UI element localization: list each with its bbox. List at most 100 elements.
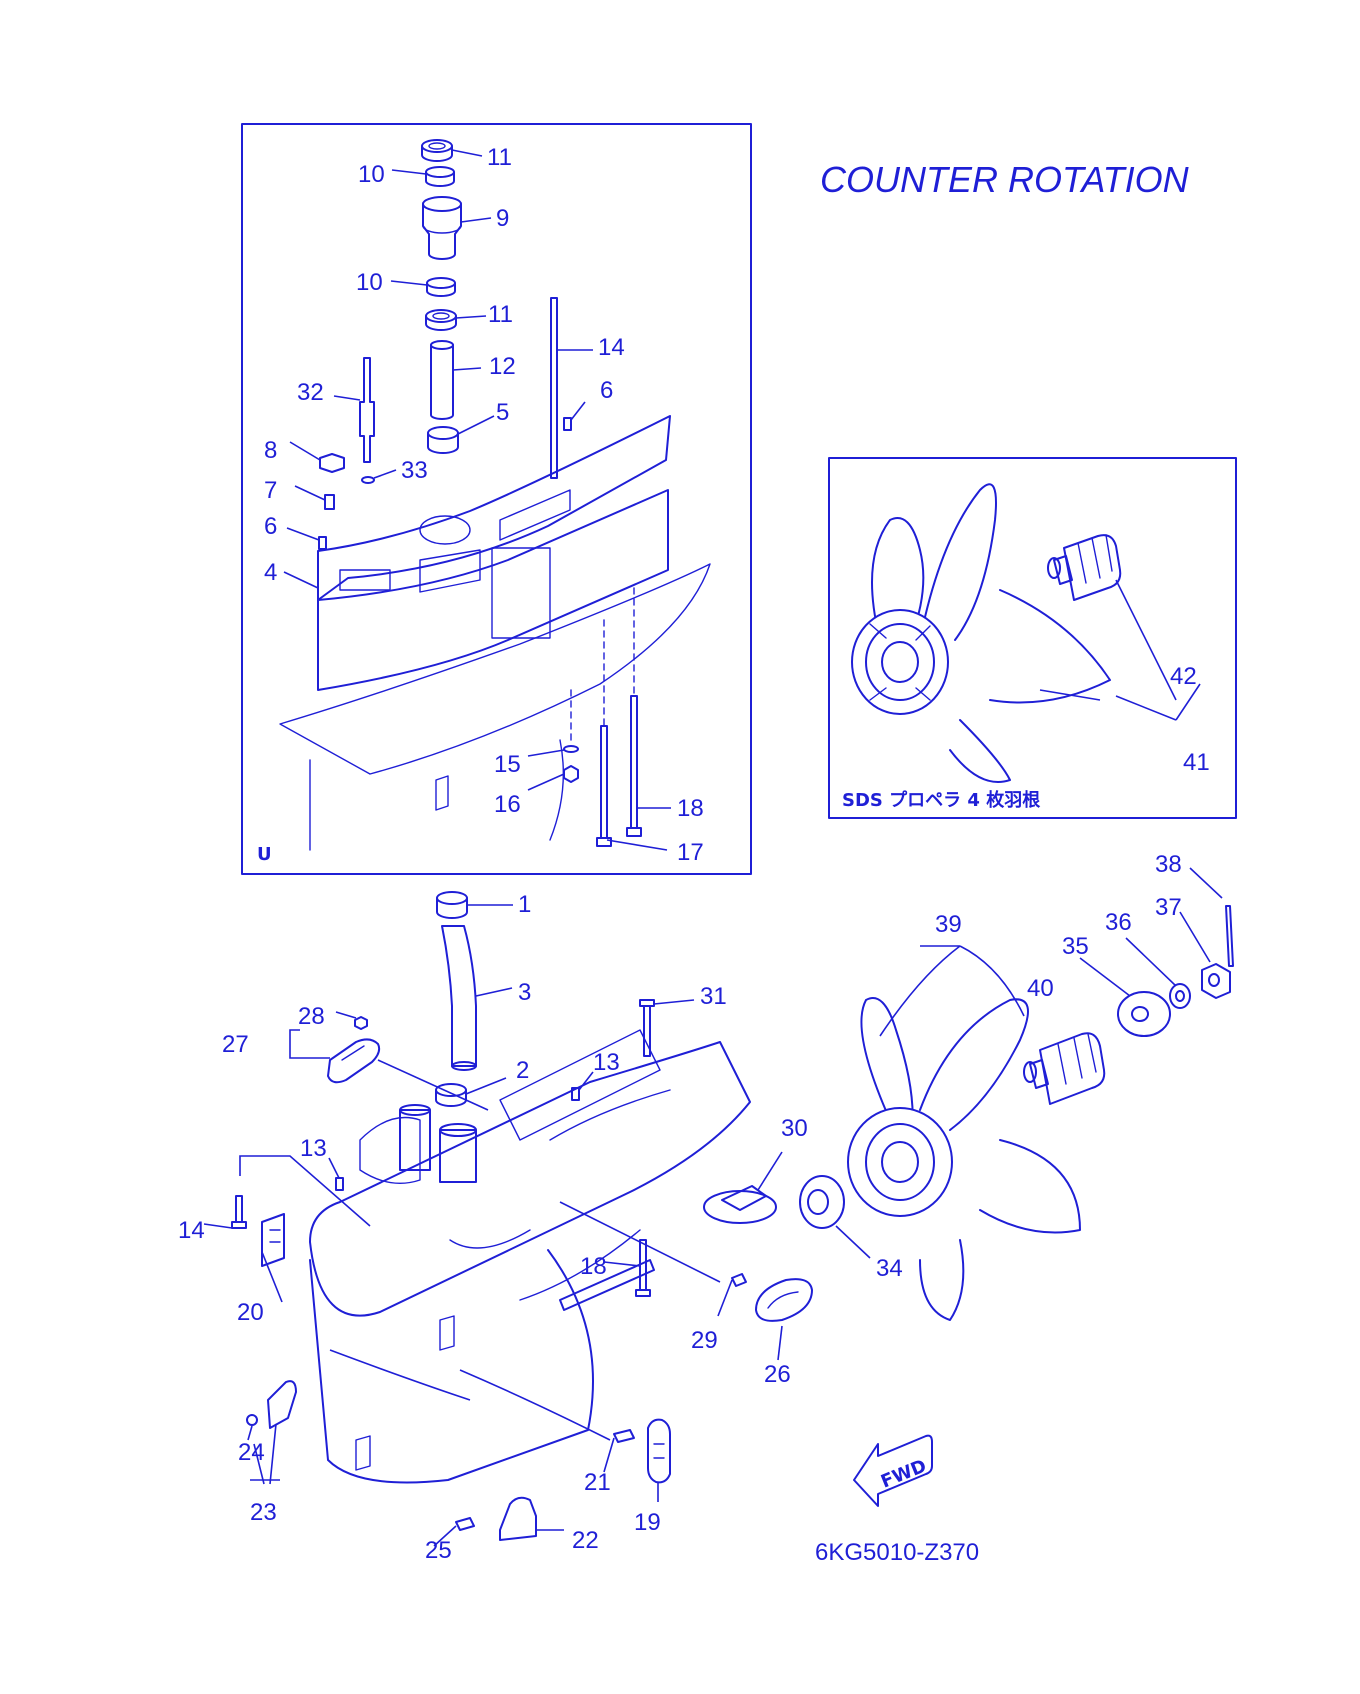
- callout-6-upper: 6: [600, 377, 613, 404]
- diagram-code: 6KG5010-Z370: [815, 1539, 979, 1566]
- callout-14-upper: 14: [598, 334, 625, 361]
- callout-11-bottom: 11: [488, 301, 513, 328]
- callout-27: 27: [222, 1031, 249, 1058]
- part-bolt-28: [354, 1016, 368, 1030]
- callout-33: 33: [401, 457, 428, 484]
- callout-41: 41: [1183, 749, 1210, 776]
- part-stud-14-upper: [550, 297, 558, 479]
- callout-37: 37: [1155, 894, 1182, 921]
- part-nut-16: [563, 765, 579, 783]
- callout-12: 12: [489, 353, 516, 380]
- inset-box-label: U: [257, 844, 272, 865]
- callout-13-left: 13: [300, 1135, 327, 1162]
- callout-9: 9: [496, 205, 509, 232]
- callout-5: 5: [496, 399, 509, 426]
- callout-21: 21: [584, 1469, 611, 1496]
- part-dowel-13-right: [571, 1087, 580, 1101]
- part-shaft-32: [359, 357, 375, 484]
- callout-24: 24: [238, 1439, 265, 1466]
- part-seal-11-top: [421, 139, 453, 162]
- part-bolt-31: [639, 999, 655, 1057]
- callout-10-top: 10: [358, 161, 385, 188]
- part-bolt-18-upper: [626, 695, 642, 837]
- callout-38: 38: [1155, 851, 1182, 878]
- part-bearing-10-bottom: [426, 277, 456, 297]
- callout-16: 16: [494, 791, 521, 818]
- part-seal-11-bottom: [425, 309, 457, 331]
- part-thrust-washer-34: [799, 1175, 845, 1229]
- callout-40: 40: [1027, 975, 1054, 1002]
- callout-2: 2: [516, 1057, 529, 1084]
- callout-28: 28: [298, 1003, 325, 1030]
- part-upper-casing-4: [317, 415, 671, 691]
- fwd-arrow-icon: FWD: [853, 1434, 933, 1507]
- part-impeller-30: [703, 1185, 777, 1224]
- part-propeller-39: [847, 997, 1081, 1321]
- callout-18-upper: 18: [677, 795, 704, 822]
- part-grommet-2: [435, 1083, 467, 1107]
- callout-29: 29: [691, 1327, 718, 1354]
- part-plug-7: [324, 494, 335, 510]
- part-nut-37: [1201, 963, 1231, 999]
- part-anode-23: [267, 1380, 297, 1429]
- callout-13-right: 13: [593, 1049, 620, 1076]
- callout-19: 19: [634, 1509, 661, 1536]
- diagram-title: COUNTER ROTATION: [820, 159, 1190, 200]
- inset-box-u: U: [241, 123, 752, 875]
- part-spacer-35: [1117, 991, 1171, 1037]
- callout-8: 8: [264, 437, 277, 464]
- callout-1: 1: [518, 891, 531, 918]
- callout-18-lower: 18: [580, 1253, 607, 1280]
- part-grommet-5: [427, 426, 459, 454]
- callout-10-bottom: 10: [356, 269, 383, 296]
- callout-6-lower: 6: [264, 513, 277, 540]
- part-bearing-10-top: [425, 166, 455, 187]
- part-anode-27: [327, 1038, 381, 1084]
- part-cotter-pin-38: [1225, 905, 1234, 967]
- part-dowel-6-upper: [563, 417, 572, 431]
- leader-lines: [203, 149, 1223, 1547]
- part-dowel-13-left: [335, 1177, 344, 1191]
- callout-labels: 11 10 9 10 11 14 12 32 6 5 8 33 7 6 4 15…: [178, 144, 1210, 1564]
- part-spline-adapter-40: [1023, 1032, 1106, 1105]
- callout-35: 35: [1062, 933, 1089, 960]
- callout-4: 4: [264, 559, 277, 586]
- callout-3: 3: [518, 979, 531, 1006]
- part-washer-36: [1169, 983, 1191, 1009]
- part-bolt-18-lower: [635, 1239, 651, 1297]
- propeller-box-caption: SDS プロペラ 4 枚羽根: [842, 789, 1040, 811]
- part-bolt-14-lower: [231, 1195, 247, 1229]
- part-bolt-17: [596, 725, 612, 847]
- callout-32: 32: [297, 379, 324, 406]
- callout-22: 22: [572, 1527, 599, 1554]
- part-anode-20: [261, 1213, 285, 1267]
- part-lower-casing-assembly: [309, 1029, 751, 1484]
- callout-31: 31: [700, 983, 727, 1010]
- callout-17: 17: [677, 839, 704, 866]
- part-bolt-29: [731, 1273, 747, 1287]
- callout-25: 25: [425, 1537, 452, 1564]
- part-spline-adapter-42: [1047, 534, 1122, 601]
- propeller-box: SDS プロペラ 4 枚羽根: [828, 457, 1237, 819]
- callout-15: 15: [494, 751, 521, 778]
- callout-23: 23: [250, 1499, 277, 1526]
- callout-39: 39: [935, 911, 962, 938]
- part-anode-22: [499, 1496, 537, 1541]
- callout-14-lower: 14: [178, 1217, 205, 1244]
- part-anode-19: [647, 1418, 671, 1484]
- part-clip-8: [319, 453, 345, 473]
- callout-11-top: 11: [487, 144, 512, 171]
- part-tube-12: [430, 340, 454, 420]
- callout-36: 36: [1105, 909, 1132, 936]
- callout-42: 42: [1170, 663, 1197, 690]
- part-bolt-21: [613, 1429, 635, 1443]
- callout-30: 30: [781, 1115, 808, 1142]
- part-propeller-41: [851, 483, 1111, 783]
- part-washer-15: [563, 745, 579, 753]
- fwd-label: FWD: [878, 1456, 930, 1493]
- part-bolt-24: [246, 1414, 258, 1426]
- part-sleeve-9: [422, 196, 462, 260]
- callout-20: 20: [237, 1299, 264, 1326]
- part-bolt-25: [455, 1517, 475, 1531]
